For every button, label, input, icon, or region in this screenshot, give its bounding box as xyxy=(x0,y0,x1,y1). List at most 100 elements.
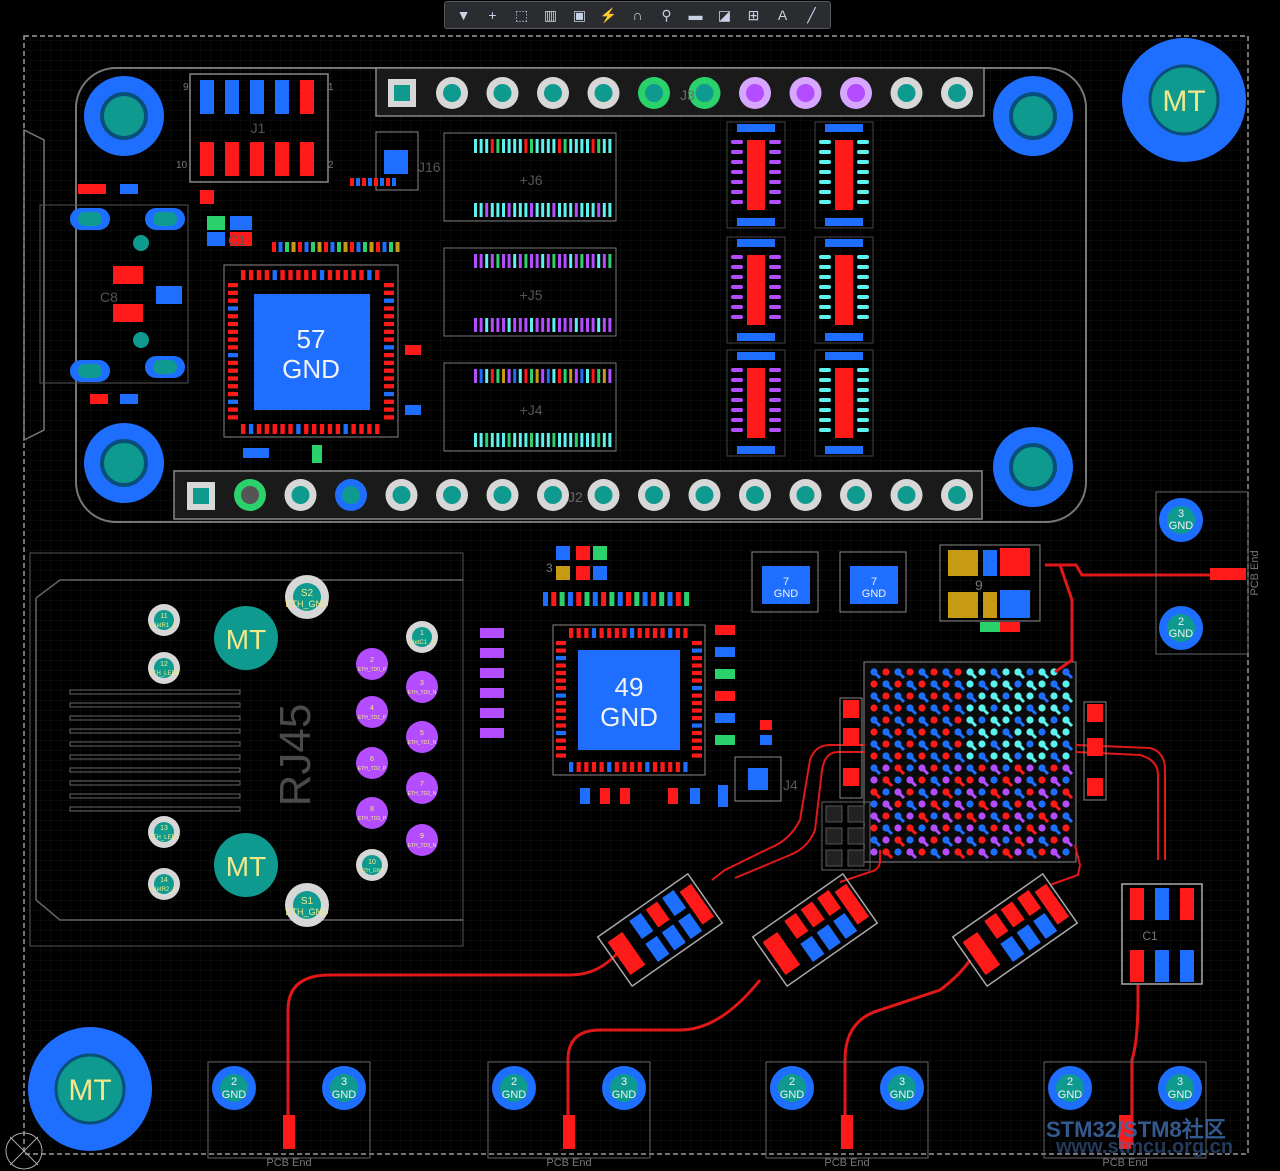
capacitor-c14-b[interactable] xyxy=(751,872,879,988)
header-pin[interactable] xyxy=(840,479,872,511)
filter-icon[interactable]: ▼ xyxy=(456,7,471,23)
ic-u57[interactable]: 57 GND xyxy=(223,264,399,438)
bga-package[interactable] xyxy=(863,661,1077,863)
header-pin[interactable] xyxy=(638,479,670,511)
regulator-1[interactable]: 7 GND xyxy=(751,551,819,613)
header-pin[interactable] xyxy=(486,77,519,109)
text-icon[interactable]: A xyxy=(777,7,788,23)
fill-icon[interactable]: ▬ xyxy=(688,7,703,23)
header-pin[interactable] xyxy=(587,77,620,109)
soic-ic[interactable] xyxy=(814,349,874,457)
inductor-part[interactable] xyxy=(939,544,1041,622)
mt-hole-rj45[interactable]: MT xyxy=(214,833,278,897)
dimension-icon[interactable]: ⊞ xyxy=(747,6,760,23)
header-pin[interactable] xyxy=(688,479,721,511)
edge-connector-right[interactable]: 3 GND 2 GND PCB End xyxy=(1155,491,1261,655)
mounting-hole[interactable] xyxy=(993,76,1073,156)
header-pin[interactable] xyxy=(537,77,569,109)
header-pin[interactable] xyxy=(284,479,317,511)
shield-pad-s1[interactable]: S1 ETH_GND xyxy=(285,883,329,927)
diff-pair-icon[interactable]: ∩ xyxy=(632,7,643,23)
header-pin[interactable] xyxy=(941,77,973,109)
header-pin[interactable] xyxy=(688,77,721,109)
bga-side-parts[interactable] xyxy=(821,697,1107,871)
shield-pad-s2[interactable]: S2 ETH_GND xyxy=(285,575,329,619)
mt-hole-bottom-left[interactable]: MT xyxy=(28,1027,152,1151)
mounting-hole[interactable] xyxy=(993,427,1073,507)
align-icon[interactable]: ▥ xyxy=(543,6,558,23)
switch-j1[interactable]: J1 9 10 1 2 xyxy=(176,73,334,183)
header-pin[interactable] xyxy=(436,77,468,109)
header-pin[interactable] xyxy=(436,479,468,511)
select-rect-icon[interactable]: ⬚ xyxy=(514,6,529,23)
header-pin[interactable] xyxy=(587,479,620,511)
routed-traces[interactable] xyxy=(286,563,1212,1145)
header-pin[interactable] xyxy=(739,479,771,511)
header-pin[interactable] xyxy=(234,479,266,511)
component-icon[interactable]: ▣ xyxy=(572,6,587,23)
rj45-connector[interactable]: RJ45 MT MT S2 ETH_GND S1 ETH_GND 11NetR1… xyxy=(29,552,464,947)
crosshair-icon[interactable]: + xyxy=(488,7,497,23)
connector-j4[interactable]: +J4 xyxy=(443,362,617,452)
header-pin[interactable] xyxy=(890,479,923,511)
header-pin[interactable] xyxy=(840,77,872,109)
passive-array[interactable] xyxy=(480,546,1020,807)
soic-ic[interactable] xyxy=(726,349,786,457)
ic-u49[interactable]: 49 GND xyxy=(552,624,706,776)
header-j2[interactable]: J2 xyxy=(173,470,983,520)
route-icon[interactable]: ⚡ xyxy=(599,6,618,23)
header-pin[interactable] xyxy=(739,77,771,109)
via-icon[interactable]: ⚲ xyxy=(661,6,672,23)
soic-ic[interactable] xyxy=(814,236,874,344)
header-pin[interactable] xyxy=(890,77,923,109)
header-pin[interactable] xyxy=(789,479,822,511)
regulator-2[interactable]: 7 GND xyxy=(839,551,907,613)
connector-j5[interactable]: +J5 xyxy=(443,247,617,337)
header-pin[interactable] xyxy=(335,479,367,511)
mounting-hole[interactable] xyxy=(84,76,164,156)
mt-hole-top-right[interactable]: MT xyxy=(1122,38,1246,162)
mt-hole-rj45[interactable]: MT xyxy=(214,606,278,670)
component-j16[interactable]: J16 xyxy=(375,131,441,191)
header-pin[interactable] xyxy=(486,479,519,511)
soic-ic[interactable] xyxy=(814,121,874,229)
capacitor-c14-d[interactable]: C1 xyxy=(1121,883,1203,985)
passive-array[interactable] xyxy=(78,178,421,463)
connector-j6[interactable]: +J6 xyxy=(443,132,617,222)
line-icon[interactable]: ╱ xyxy=(807,6,816,23)
mounting-hole[interactable] xyxy=(84,423,164,503)
capacitor-c14-a[interactable] xyxy=(596,872,724,988)
header-pin[interactable] xyxy=(941,479,973,511)
header-pin[interactable] xyxy=(789,77,822,109)
header-j3[interactable]: J3 xyxy=(375,67,985,117)
soic-array[interactable] xyxy=(726,121,874,457)
header-pin[interactable] xyxy=(638,77,670,109)
soic-ic[interactable] xyxy=(726,121,786,229)
polygon-icon[interactable]: ◪ xyxy=(717,6,732,23)
